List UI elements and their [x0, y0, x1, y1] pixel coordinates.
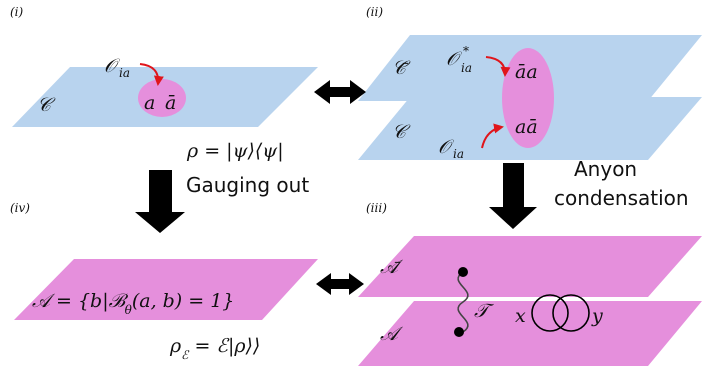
anyon-pair-blob-i: [138, 79, 186, 117]
density-matrix-equation: ρ = |ψ⟩⟨ψ|: [186, 140, 284, 162]
loop-y: [552, 294, 590, 332]
wavy-string-t: [457, 271, 469, 333]
operator-arrow-top: [485, 56, 511, 77]
channel-state-equation: ρℰ = ℰ|ρ⟩⟩: [169, 335, 260, 362]
condensation-label-line2: condensation: [554, 186, 689, 210]
anyon-abar-i: ā: [165, 92, 176, 114]
panel-label-ii: (ii): [366, 5, 383, 19]
panel-label-iii: (iii): [366, 201, 387, 215]
anyon-a-i: a: [144, 92, 155, 114]
operator-conj-sub: ia: [461, 61, 472, 75]
anyon-pair-bottom: aā: [515, 116, 538, 138]
panel-label-i: (i): [10, 5, 24, 19]
condensation-label-line1: Anyon: [574, 157, 637, 181]
condensate-set-equation: 𝒜 = {b|ℬθ(a, b) = 1}: [32, 290, 234, 317]
anyon-pair-blob-ii: [502, 48, 554, 148]
plane-a-iv: [14, 259, 318, 320]
gauging-down-arrow: [135, 170, 185, 233]
condensation-down-arrow: [489, 163, 537, 229]
panel-ii: (ii) 𝒞̄ 𝒞 𝒪 * ia 𝒪 ia āa aā: [358, 5, 702, 161]
panel-iii: (iii) 𝒜̄ 𝒜 𝒯 x y: [358, 201, 702, 366]
anyon-pair-top: āa: [515, 61, 538, 83]
loop-x-label: x: [515, 305, 526, 327]
double-arrow-bottom: [316, 273, 364, 295]
operator-sub-ii: ia: [453, 147, 464, 161]
loop-y-label: y: [591, 305, 603, 327]
operator-arrow-i: [139, 63, 164, 86]
loop-x: [531, 294, 569, 332]
operator-sub-i: ia: [119, 66, 130, 80]
operator-conj-sup: *: [463, 44, 469, 58]
operator-arrow-bottom: [481, 123, 504, 149]
panel-i: (i) 𝒞 𝒪 ia a ā ρ = |ψ⟩⟨ψ|: [10, 5, 318, 162]
string-endpoint-bottom: [454, 327, 464, 337]
panel-iv: (iv) 𝒜 = {b|ℬθ(a, b) = 1} ρℰ = ℰ|ρ⟩⟩: [10, 201, 318, 362]
double-arrow-top: [314, 80, 366, 104]
panel-label-iv: (iv): [10, 201, 30, 215]
string-endpoint-top: [458, 267, 468, 277]
plane-a-iii: [358, 301, 702, 366]
gauging-label: Gauging out: [186, 173, 309, 197]
plane-abar-iii: [358, 236, 702, 297]
